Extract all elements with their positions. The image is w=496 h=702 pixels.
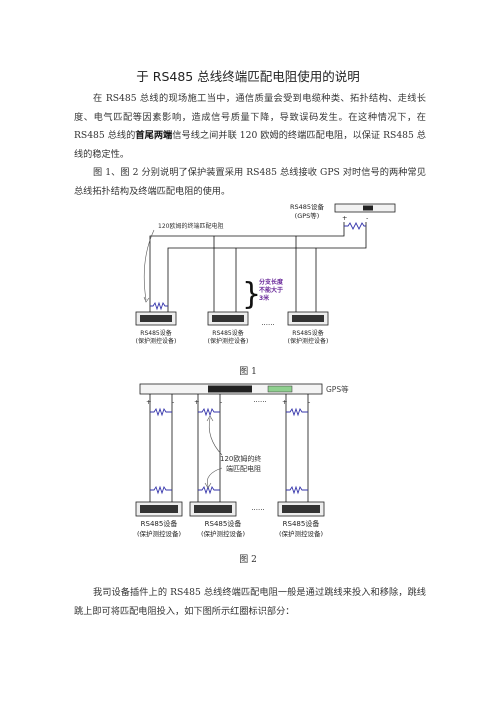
fig2-device-right-label-1: RS485设备 [283, 519, 320, 528]
figure-2-diagram: GPS等 + - + - + - ...... 120欧姆的终 端匹配电阻 [135, 383, 349, 538]
fig1-device-left-label-2: (保护测控设备) [136, 337, 177, 345]
fig2-resistor-bottom-3 [286, 485, 308, 495]
fig2-device-right [277, 501, 325, 517]
fig1-device-right-label-1: RS485设备 [292, 329, 323, 337]
document-title: 于 RS485 总线终端匹配电阻使用的说明 [136, 69, 360, 84]
fig2-resistor-top-1 [150, 407, 172, 417]
fig1-device-right-label-2: (保护测控设备) [288, 337, 329, 345]
fig2-plus-3: + [282, 398, 287, 406]
fig2-resistor-top-3 [286, 407, 308, 417]
fig2-dots-top: ...... [253, 396, 266, 404]
paragraph-figures: 图 1、图 2 分别说明了保护装置采用 RS485 总线接收 GPS 对时信号的… [74, 167, 426, 197]
fig2-note-arrow-down [207, 467, 223, 487]
fig1-resistor-left [150, 301, 168, 311]
fig2-plus-1: + [146, 398, 151, 406]
fig2-resistor-top-2 [198, 407, 220, 417]
fig1-bus-line-plus [149, 222, 345, 312]
fig1-dots: ...... [261, 319, 274, 327]
fig2-device-left-label-1: RS485设备 [141, 519, 178, 528]
figure-1-caption: 图 1 [239, 367, 257, 377]
fig2-plus-2: + [194, 398, 199, 406]
fig2-dots-bottom: ...... [251, 504, 264, 512]
paragraph-intro-part2: 信号线之间并联 120 欧姆的终端匹配电阻，以保证 RS485 总线的稳定性。 [74, 130, 426, 160]
fig1-resistor-note: 120欧姆的终端匹配电阻 [158, 222, 223, 230]
fig1-gps-plus: + [342, 214, 347, 222]
paragraph-intro-bold: 首尾两端 [135, 130, 173, 142]
fig2-resistor-note-2: 端匹配电阻 [226, 464, 261, 473]
fig2-device-middle-label-1: RS485设备 [205, 519, 242, 528]
fig2-minus-3: - [308, 398, 311, 406]
fig2-device-middle [189, 501, 237, 517]
fig2-device-left-label-2: (保护测控设备) [137, 529, 181, 538]
fig2-note-arrow-up [208, 417, 223, 456]
paragraph-intro-part1: 在 RS485 总线的现场施工当中，通信质量会受到电缆种类、拓扑结构、走线长度、… [74, 93, 426, 142]
fig2-device-middle-label-2: (保护测控设备) [201, 529, 245, 538]
fig2-minus-1: - [172, 398, 175, 406]
fig2-device-right-label-2: (保护测控设备) [279, 529, 323, 538]
fig1-brace: } [242, 277, 261, 312]
fig2-gps-label: GPS等 [326, 384, 349, 394]
figure-1-diagram: RS485设备 (GPS等) + - 120欧姆的终端匹配电阻 } 分支长度 不… [135, 202, 396, 345]
fig1-device-left [135, 311, 177, 326]
fig1-gps-label-2: (GPS等) [295, 211, 320, 220]
fig1-device-middle [207, 311, 249, 326]
figure-2-caption: 图 2 [239, 555, 257, 565]
fig2-device-left [135, 501, 183, 517]
fig2-line-pair-1 [149, 394, 173, 502]
fig1-gps-minus: - [366, 214, 369, 222]
fig1-device-middle-label-1: RS485设备 [212, 329, 243, 337]
fig1-bus-line-minus [167, 222, 367, 312]
fig2-resistor-note-1: 120欧姆的终 [220, 454, 261, 463]
fig1-device-middle-label-2: (保护测控设备) [208, 337, 249, 345]
paragraph-jumper: 我司设备插件上的 RS485 总线终端匹配电阻一般是通过跳线来投入和移除，跳线跳… [74, 587, 426, 617]
fig1-branch-note-3: 3米 [259, 294, 269, 302]
fig1-gps-label-1: RS485设备 [290, 202, 325, 211]
fig2-resistor-bottom-1 [150, 485, 172, 495]
fig2-line-pair-3 [285, 394, 309, 502]
fig2-resistor-bottom-2 [198, 485, 220, 495]
fig1-note-arrow [143, 229, 155, 301]
fig1-branch-note-2: 不能大于 [259, 286, 283, 294]
fig1-branch-note-1: 分支长度 [259, 278, 284, 286]
fig1-resistor-gps [344, 221, 366, 231]
fig2-minus-2: - [220, 398, 223, 406]
fig1-device-right [287, 311, 329, 326]
paragraph-intro: 在 RS485 总线的现场施工当中，通信质量会受到电缆种类、拓扑结构、走线长度、… [74, 90, 426, 164]
fig1-device-left-label-1: RS485设备 [140, 329, 171, 337]
